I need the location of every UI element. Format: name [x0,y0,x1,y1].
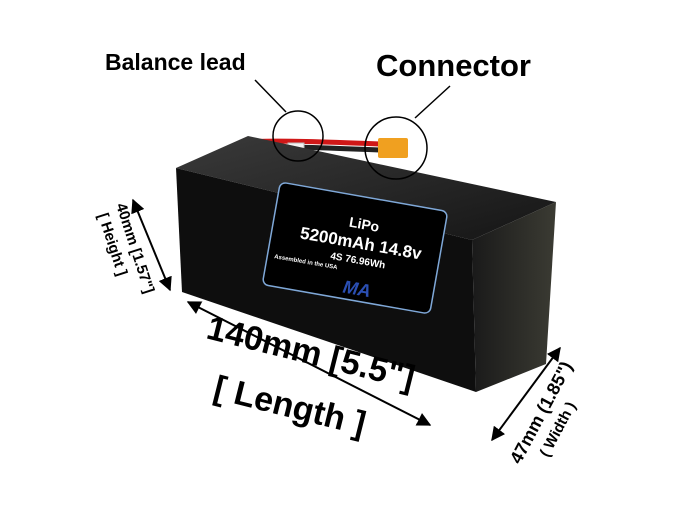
callout-connector: Connector [364,48,531,180]
callout-balance-lead: Balance lead [105,49,324,162]
height-dimension: 40mm [1.57"] [ Height ] [94,198,172,295]
xt-connector [378,138,408,158]
battery-label: LiPo 5200mAh 14.8v 4S 76.96Wh Assembled … [262,182,448,314]
balance-lead-title: Balance lead [105,49,246,75]
brand-logo: MA [341,277,372,302]
connector-title: Connector [376,48,531,83]
label-chemistry: LiPo [348,214,381,235]
